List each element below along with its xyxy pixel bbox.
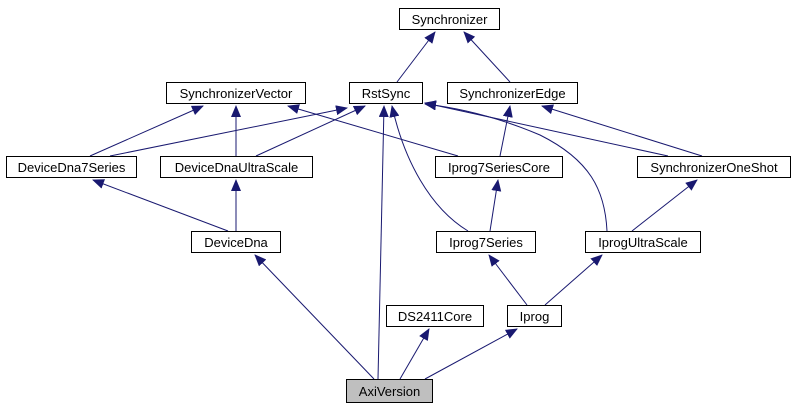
node-iprogultrascale[interactable]: IprogUltraScale (585, 231, 701, 253)
edge-iprog7series-to-iprog7seriescore (489, 179, 502, 232)
node-devicedna[interactable]: DeviceDna (191, 231, 281, 253)
edge-devicedna-to-devicedna7series (92, 179, 229, 232)
node-synchronizeredge[interactable]: SynchronizerEdge (447, 82, 578, 104)
edge-iprog-to-iprogultrascale (544, 254, 603, 306)
edge-iprog7series-to-rstsync (389, 105, 469, 232)
node-synchronizer[interactable]: Synchronizer (399, 8, 500, 30)
edge-synchronizeroneshot-to-synchronizeredge (541, 104, 703, 157)
edge-synchronizeroneshot-to-rstsync (424, 100, 669, 157)
edge-devicedna7series-to-synchronizervector (89, 105, 204, 157)
edge-iprog-to-iprog7series (488, 254, 528, 306)
edge-axiversion-to-iprog (424, 328, 518, 380)
edge-synchronizeredge-to-synchronizer (463, 31, 511, 83)
edge-iprogultrascale-to-synchronizeroneshot (631, 179, 698, 232)
node-axiversion: AxiVersion (346, 379, 433, 403)
node-devicedna7series[interactable]: DeviceDna7Series (6, 156, 137, 178)
node-synchronizervector[interactable]: SynchronizerVector (166, 82, 306, 104)
edge-axiversion-to-devicedna (254, 254, 375, 380)
edge-iprog7seriescore-to-synchronizeredge (499, 105, 513, 157)
node-rstsync[interactable]: RstSync (349, 82, 423, 104)
edge-axiversion-to-rstsync (377, 105, 389, 380)
edge-devicednaultrascale-to-rstsync (255, 105, 366, 157)
edge-iprogultrascale-to-rstsync (424, 100, 608, 232)
edge-devicedna7series-to-rstsync (109, 105, 348, 157)
edge-axiversion-to-ds2411core (399, 328, 430, 380)
node-iprog7seriescore[interactable]: Iprog7SeriesCore (435, 156, 563, 178)
node-iprog[interactable]: Iprog (507, 305, 562, 327)
node-devicednaultrascale[interactable]: DeviceDnaUltraScale (160, 156, 313, 178)
edge-rstsync-to-synchronizer (396, 31, 436, 83)
node-synchronizeroneshot[interactable]: SynchronizerOneShot (637, 156, 791, 178)
node-ds2411core[interactable]: DS2411Core (386, 305, 484, 327)
node-iprog7series[interactable]: Iprog7Series (436, 231, 536, 253)
edge-iprog7seriescore-to-synchronizervector (287, 104, 459, 157)
